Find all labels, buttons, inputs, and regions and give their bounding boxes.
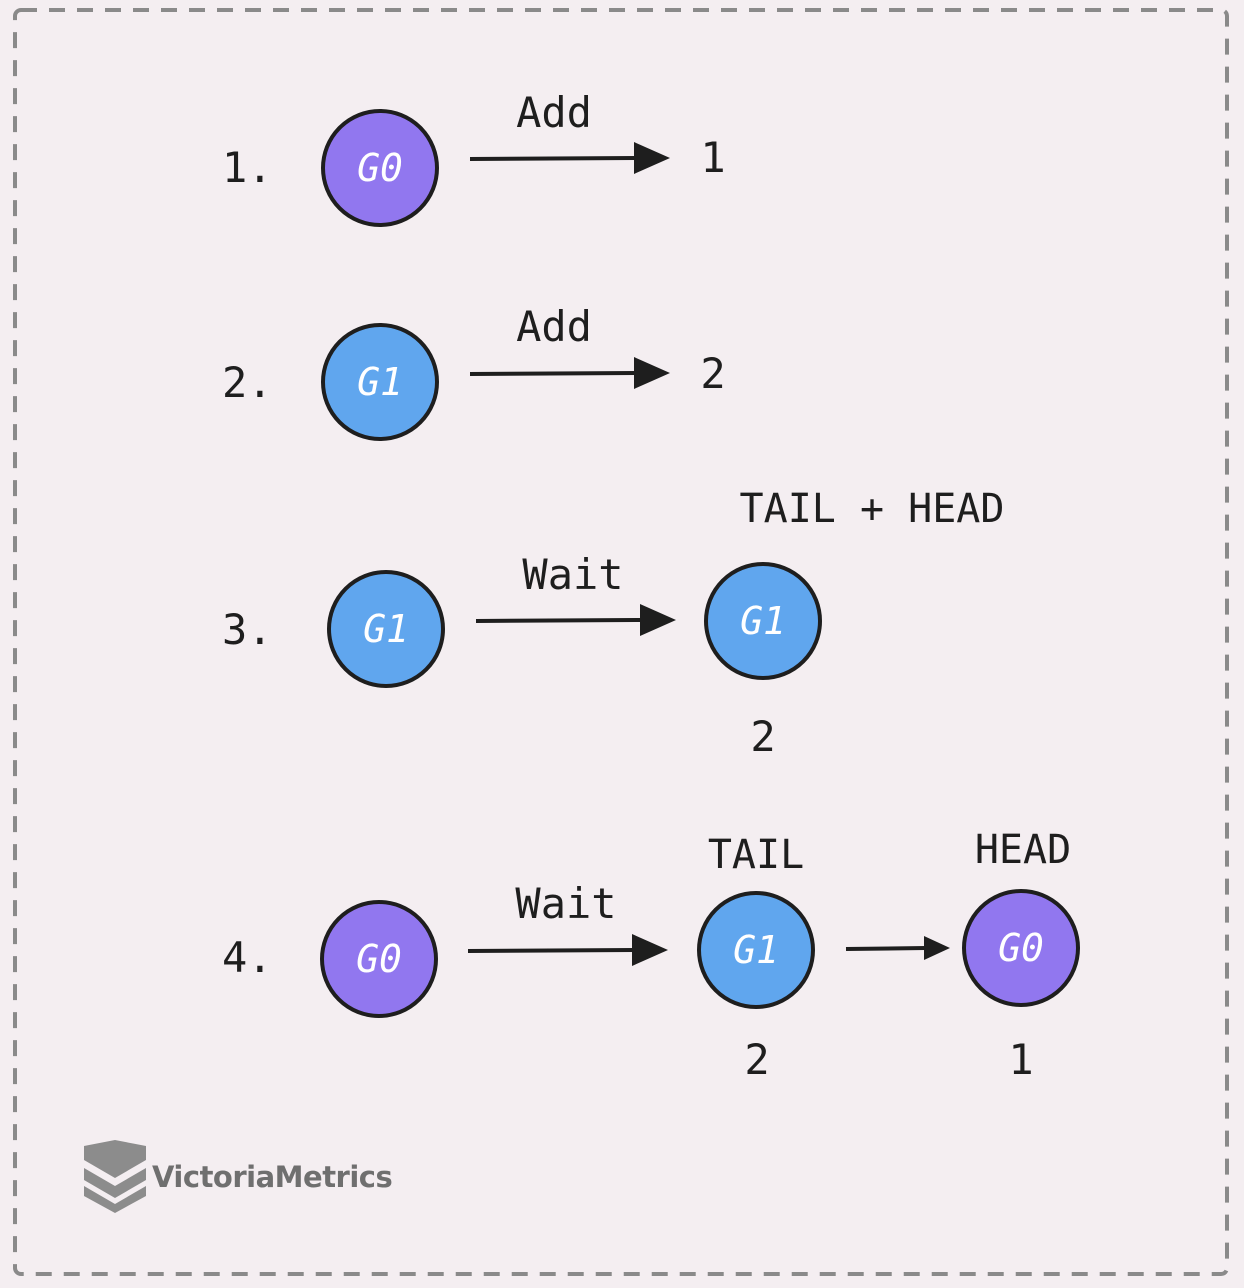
node-label: G0 [356,937,402,981]
queue-node-g0: G0 [962,889,1080,1007]
node-label: G1 [363,607,409,651]
head-marker: HEAD [975,827,1071,873]
step-number: 1. [222,143,273,192]
queue-node-g1: G1 [704,562,822,680]
queue-value: 2 [750,712,775,761]
result-value: 1 [700,133,725,182]
operation-label: Wait [515,879,616,928]
node-g0: G0 [320,900,438,1018]
tail-marker: TAIL [708,832,804,878]
arrow [467,934,668,966]
step-4: 4. G0 Wait TAIL HEAD G1 G0 2 1 [222,827,1080,1084]
queue-node-g1: G1 [697,891,815,1009]
node-label: G1 [733,928,779,972]
brand-name: VictoriaMetrics [152,1160,392,1194]
arrow [469,357,670,389]
node-label: G0 [998,926,1044,970]
dashed-frame [13,8,1229,1276]
result-value: 2 [700,349,725,398]
operation-label: Add [516,302,592,351]
tail-head-marker: TAIL + HEAD [740,486,1005,532]
step-2: 2. G1 Add 2 [222,302,726,441]
step-3: 3. G1 Wait TAIL + HEAD G1 2 [222,486,1004,761]
node-circle [327,570,445,688]
node-g0: G0 [321,109,439,227]
step-number: 4. [222,933,273,982]
queue-value: 2 [744,1035,769,1084]
node-g1: G1 [321,323,439,441]
brand: VictoriaMetrics [84,1140,393,1213]
node-circle [962,889,1080,1007]
queue-value: 1 [1008,1035,1033,1084]
node-label: G0 [357,146,403,190]
victoriametrics-chevron-logo-icon [84,1140,146,1213]
node-g1: G1 [327,570,445,688]
node-circle [697,891,815,1009]
node-circle [321,109,439,227]
node-circle [320,900,438,1018]
step-number: 2. [222,358,273,407]
step-number: 3. [222,605,273,654]
link-arrow [845,936,950,960]
node-circle [704,562,822,680]
node-label: G1 [357,360,403,404]
step-1: 1. G0 Add 1 [222,88,726,227]
node-circle [321,323,439,441]
node-label: G1 [740,599,786,643]
arrow [469,142,670,174]
operation-label: Wait [522,550,623,599]
arrow [475,604,676,636]
operation-label: Add [516,88,592,137]
